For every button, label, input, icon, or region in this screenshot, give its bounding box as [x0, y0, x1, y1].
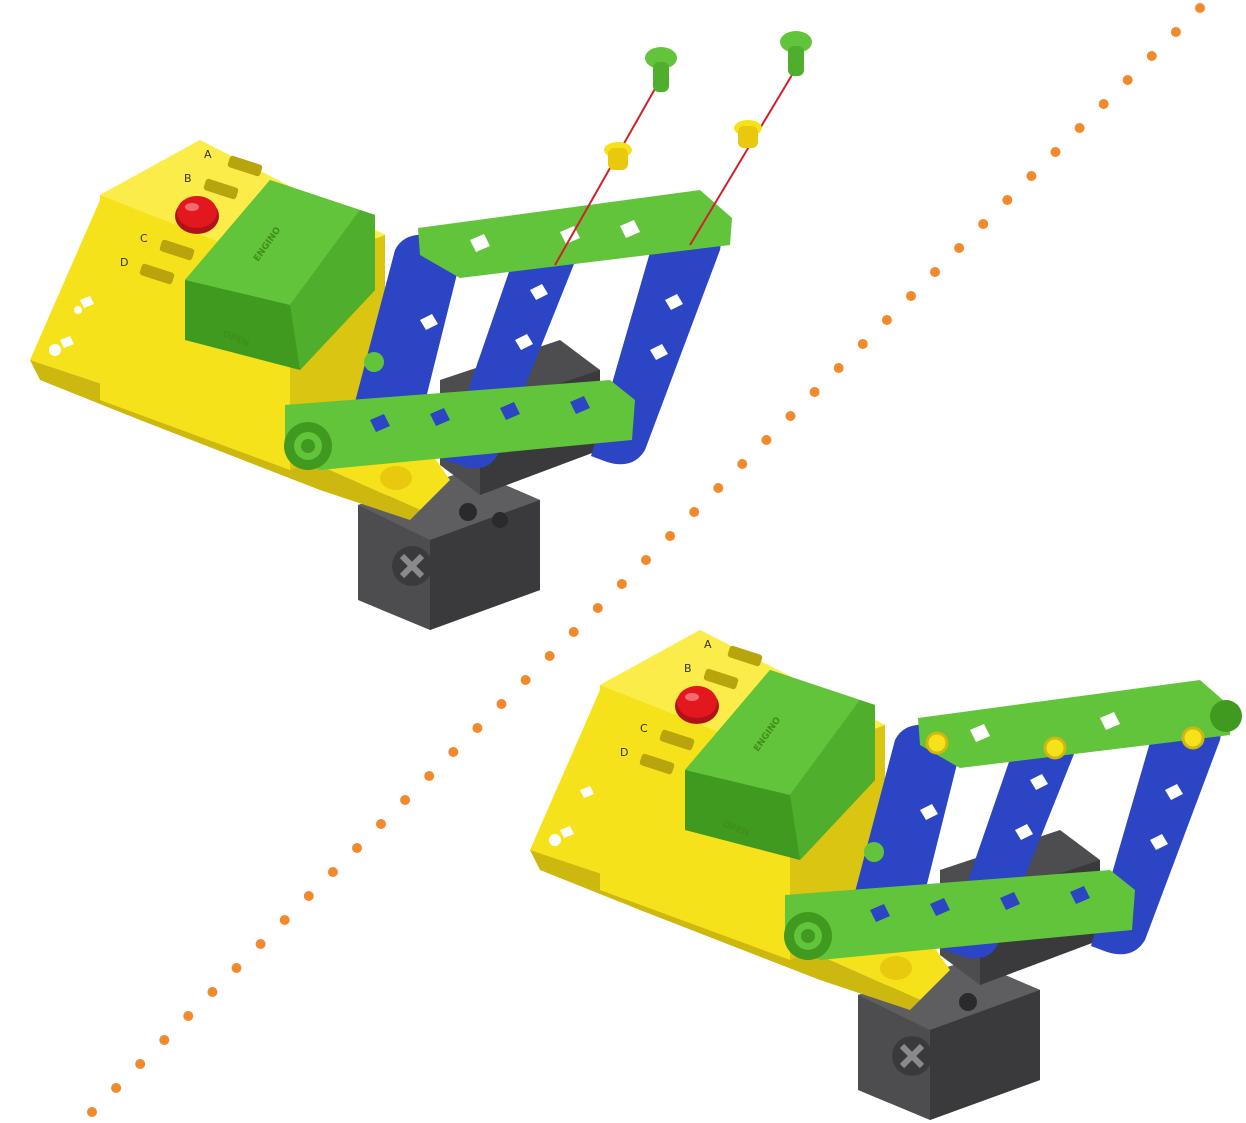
divider-dot	[858, 339, 868, 349]
divider-dot	[1002, 195, 1012, 205]
divider-dot	[472, 723, 482, 733]
divider-dot	[448, 747, 458, 757]
divider-dot	[1147, 51, 1157, 61]
port-label-c: C	[140, 232, 148, 245]
divider-dot	[424, 771, 434, 781]
divider-dot	[352, 843, 362, 853]
divider-dot	[617, 579, 627, 589]
yellow-axle-connector	[880, 956, 912, 980]
port-label-a: A	[204, 148, 212, 161]
divider-dot	[641, 555, 651, 565]
green-pin-small	[364, 352, 384, 372]
divider-dot	[207, 987, 217, 997]
divider-dot	[159, 1035, 169, 1045]
port-label-b: B	[184, 172, 192, 185]
divider-dot	[954, 243, 964, 253]
divider-dot	[978, 219, 988, 229]
divider-dot	[737, 459, 747, 469]
divider-dot	[1171, 27, 1181, 37]
port-label-a: A	[704, 638, 712, 651]
divider-dot	[135, 1059, 145, 1069]
divider-dot	[1099, 99, 1109, 109]
divider-dot	[761, 435, 771, 445]
divider-dot	[232, 963, 242, 973]
divider-dot	[400, 795, 410, 805]
divider-dot	[1026, 171, 1036, 181]
divider-dot	[521, 675, 531, 685]
green-pin-small	[864, 842, 884, 862]
step-before-assembly: A B C D ENGINO OPEN	[30, 31, 812, 630]
divider-dot	[810, 387, 820, 397]
divider-dot	[183, 1011, 193, 1021]
divider-dot	[593, 603, 603, 613]
divider-dot	[665, 531, 675, 541]
divider-dot	[497, 699, 507, 709]
divider-dot	[1075, 123, 1085, 133]
divider-dot	[906, 291, 916, 301]
divider-dot	[304, 891, 314, 901]
port-label-d: D	[620, 746, 628, 759]
divider-dot	[280, 915, 290, 925]
divider-dot	[545, 651, 555, 661]
divider-dot	[376, 819, 386, 829]
divider-dot	[256, 939, 266, 949]
divider-dot	[111, 1083, 121, 1093]
divider-dot	[930, 267, 940, 277]
port-label-d: D	[120, 256, 128, 269]
divider-dot	[569, 627, 579, 637]
divider-dot	[328, 867, 338, 877]
port-label-b: B	[684, 662, 692, 675]
divider-dot	[882, 315, 892, 325]
port-label-c: C	[640, 722, 648, 735]
yellow-axle-connector	[380, 466, 412, 490]
exploded-fastener-right	[690, 31, 812, 245]
divider-dot	[689, 507, 699, 517]
step-after-assembly: A B C D ENGINO OPEN	[530, 630, 1242, 1120]
divider-dot	[786, 411, 796, 421]
divider-dot	[87, 1107, 97, 1117]
divider-dot	[1123, 75, 1133, 85]
divider-dot	[1195, 3, 1205, 13]
divider-dot	[713, 483, 723, 493]
divider-dot	[834, 363, 844, 373]
divider-dot	[1051, 147, 1061, 157]
